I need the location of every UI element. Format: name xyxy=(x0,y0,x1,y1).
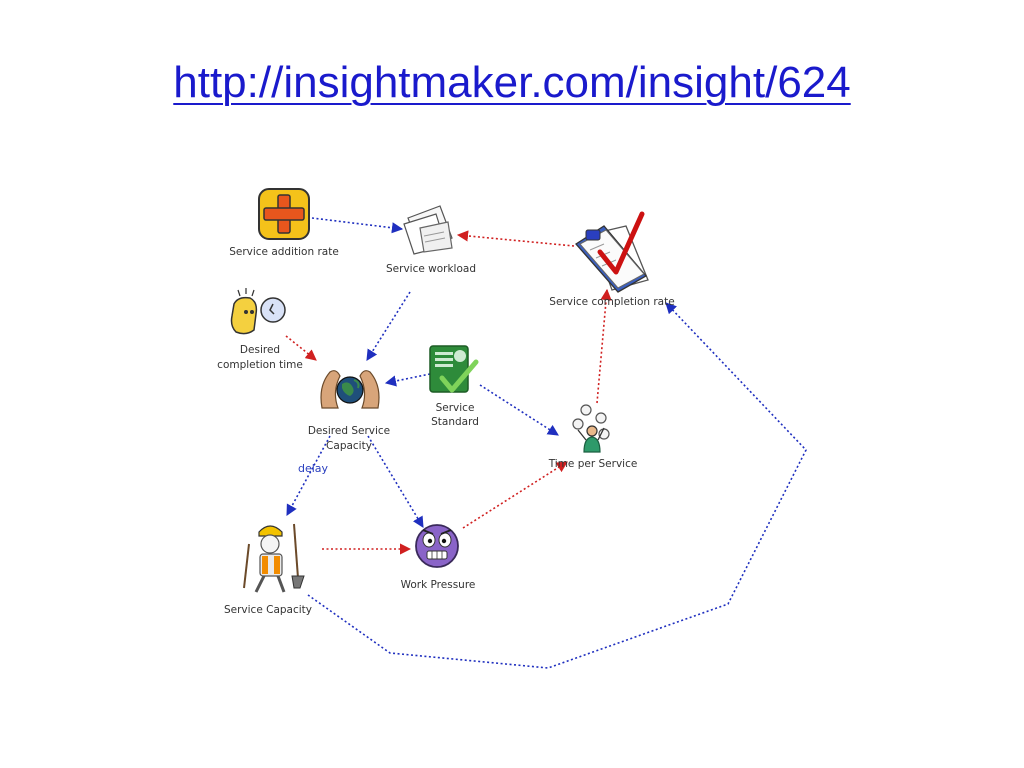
node-service-workload[interactable]: Service workload xyxy=(386,205,476,275)
link-completion-to-workload xyxy=(456,230,575,247)
link-addition-to-workload xyxy=(311,217,404,234)
node-label-line1: Desired xyxy=(240,344,280,356)
node-label: Service Capacity xyxy=(224,604,312,616)
node-desired-completion-time[interactable]: Desired completion time xyxy=(217,288,303,371)
node-service-standard[interactable]: Service Standard xyxy=(429,345,479,428)
link-standard-to-desired-capacity xyxy=(384,373,431,387)
link-service-capacity-to-completion xyxy=(307,302,807,669)
node-service-capacity[interactable]: Service Capacity xyxy=(224,523,312,616)
checklist-clipboard-icon xyxy=(575,211,649,293)
node-label: Time per Service xyxy=(548,458,638,470)
thinking-person-clock-icon xyxy=(230,288,286,335)
link-desired-capacity-to-work-pressure xyxy=(367,435,424,528)
hands-globe-icon xyxy=(320,370,380,409)
node-label-line2: completion time xyxy=(217,359,303,371)
node-label-line1: Desired Service xyxy=(308,425,390,437)
paper-stack-icon xyxy=(403,205,453,255)
node-service-addition-rate[interactable]: Service addition rate xyxy=(229,188,339,258)
node-work-pressure[interactable]: Work Pressure xyxy=(401,524,476,591)
plus-box-icon xyxy=(258,188,310,240)
insight-link[interactable]: http://insightmaker.com/insight/624 xyxy=(173,58,851,107)
node-label: Service workload xyxy=(386,263,476,275)
juggling-person-icon xyxy=(572,404,610,453)
diagram-links: delay xyxy=(285,217,807,669)
link-completion-time-to-desired-capacity xyxy=(285,335,317,361)
node-label-line2: Capacity xyxy=(326,440,372,452)
delay-label: delay xyxy=(298,462,329,475)
node-label: Service addition rate xyxy=(229,246,339,258)
node-label-line2: Standard xyxy=(431,416,479,428)
node-label: Service completion rate xyxy=(549,296,674,308)
link-work-pressure-to-time-per-service xyxy=(462,461,568,529)
link-time-per-service-to-completion xyxy=(596,288,612,404)
worker-shovel-icon xyxy=(243,523,305,593)
link-desired-capacity-to-service-capacity xyxy=(286,435,331,516)
node-desired-service-capacity[interactable]: Desired Service Capacity xyxy=(308,370,390,452)
node-label-line1: Service xyxy=(436,402,475,414)
certificate-check-icon xyxy=(429,345,479,393)
link-standard-to-time-per-service xyxy=(479,384,559,436)
node-time-per-service[interactable]: Time per Service xyxy=(548,404,638,470)
node-label: Work Pressure xyxy=(401,579,476,591)
page-title: http://insightmaker.com/insight/624 xyxy=(0,58,1024,109)
node-service-completion-rate[interactable]: Service completion rate xyxy=(549,211,675,308)
link-workload-to-desired-capacity xyxy=(366,291,411,361)
stressed-face-icon xyxy=(415,524,459,568)
